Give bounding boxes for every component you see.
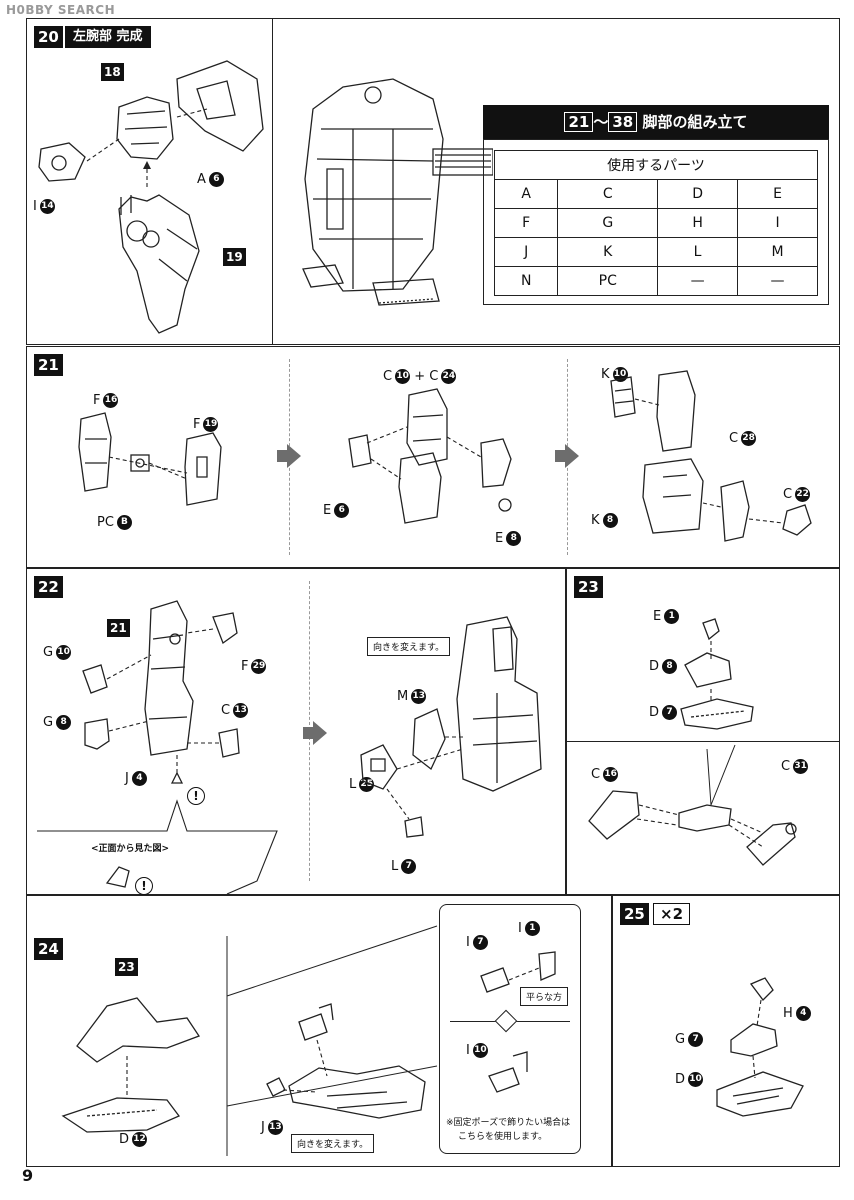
- step-title: 左腕部 完成: [65, 26, 151, 48]
- parts-cell: PC: [557, 266, 659, 296]
- parts-cell: C: [557, 179, 659, 209]
- step22-drawing: [37, 600, 542, 894]
- ref-step-23: 23: [115, 958, 138, 976]
- leg-assembly-title: 脚部の組み立て: [642, 113, 748, 131]
- parts-cell: A: [493, 179, 559, 209]
- arm-assembly-drawing: [38, 60, 264, 334]
- warning-icon: !: [135, 875, 153, 895]
- parts-cell: D: [657, 179, 739, 209]
- step-number: 20: [34, 26, 63, 48]
- flow-arrow: [555, 450, 565, 462]
- ref-step-18: 18: [101, 63, 124, 81]
- parts-cell: J: [493, 237, 559, 267]
- flow-arrow: [313, 721, 327, 745]
- parts-cell: I: [737, 208, 818, 238]
- ref-step-21: 21: [107, 619, 130, 637]
- parts-cell: F: [493, 208, 559, 238]
- turn-note: 向きを変えます。: [291, 1134, 375, 1153]
- parts-table-header: 使用するパーツ: [494, 150, 818, 180]
- step-number: 23: [574, 576, 603, 598]
- parts-cell: H: [657, 208, 739, 238]
- step-number: 24: [34, 938, 63, 960]
- step-number: 25: [620, 903, 649, 925]
- warning-icon: !: [187, 785, 205, 805]
- watermark: H0BBY SEARCH: [6, 3, 116, 17]
- step21-drawing: [78, 370, 812, 542]
- range-start: 21: [564, 112, 594, 132]
- step25-drawing: [716, 977, 804, 1117]
- parts-cell: E: [737, 179, 818, 209]
- flow-arrow: [565, 444, 579, 468]
- fixed-pose-note-2: こちらを使用します。: [458, 1132, 548, 1142]
- leg-assembly-header: 21～38 脚部の組み立て: [483, 105, 829, 139]
- parts-cell: N: [493, 266, 559, 296]
- ref-step-19: 19: [223, 248, 246, 266]
- quantity-badge: ×2: [653, 903, 691, 925]
- range-end: 38: [608, 112, 638, 132]
- parts-cell: G: [557, 208, 659, 238]
- flat-side-note: 平らな方: [520, 987, 569, 1006]
- flow-arrow: [287, 444, 301, 468]
- parts-cell: —: [737, 266, 818, 296]
- front-view-caption: <正面から見た図>: [91, 844, 170, 854]
- step23-drawing: [588, 618, 797, 866]
- parts-cell: M: [737, 237, 818, 267]
- parts-cell: K: [557, 237, 659, 267]
- parts-cell: —: [657, 266, 739, 296]
- divider: [567, 741, 839, 742]
- flow-arrow: [277, 450, 287, 462]
- full-model-drawing: [302, 78, 493, 306]
- turn-note: 向きを変えます。: [367, 637, 451, 656]
- page-number: 9: [22, 1166, 34, 1185]
- fixed-pose-note: ※固定ポーズで飾りたい場合は: [446, 1118, 571, 1128]
- parts-cell: L: [657, 237, 739, 267]
- step24-drawing: [61, 925, 556, 1156]
- step-number: 21: [34, 354, 63, 376]
- flow-arrow: [303, 727, 313, 739]
- step-number: 22: [34, 576, 63, 598]
